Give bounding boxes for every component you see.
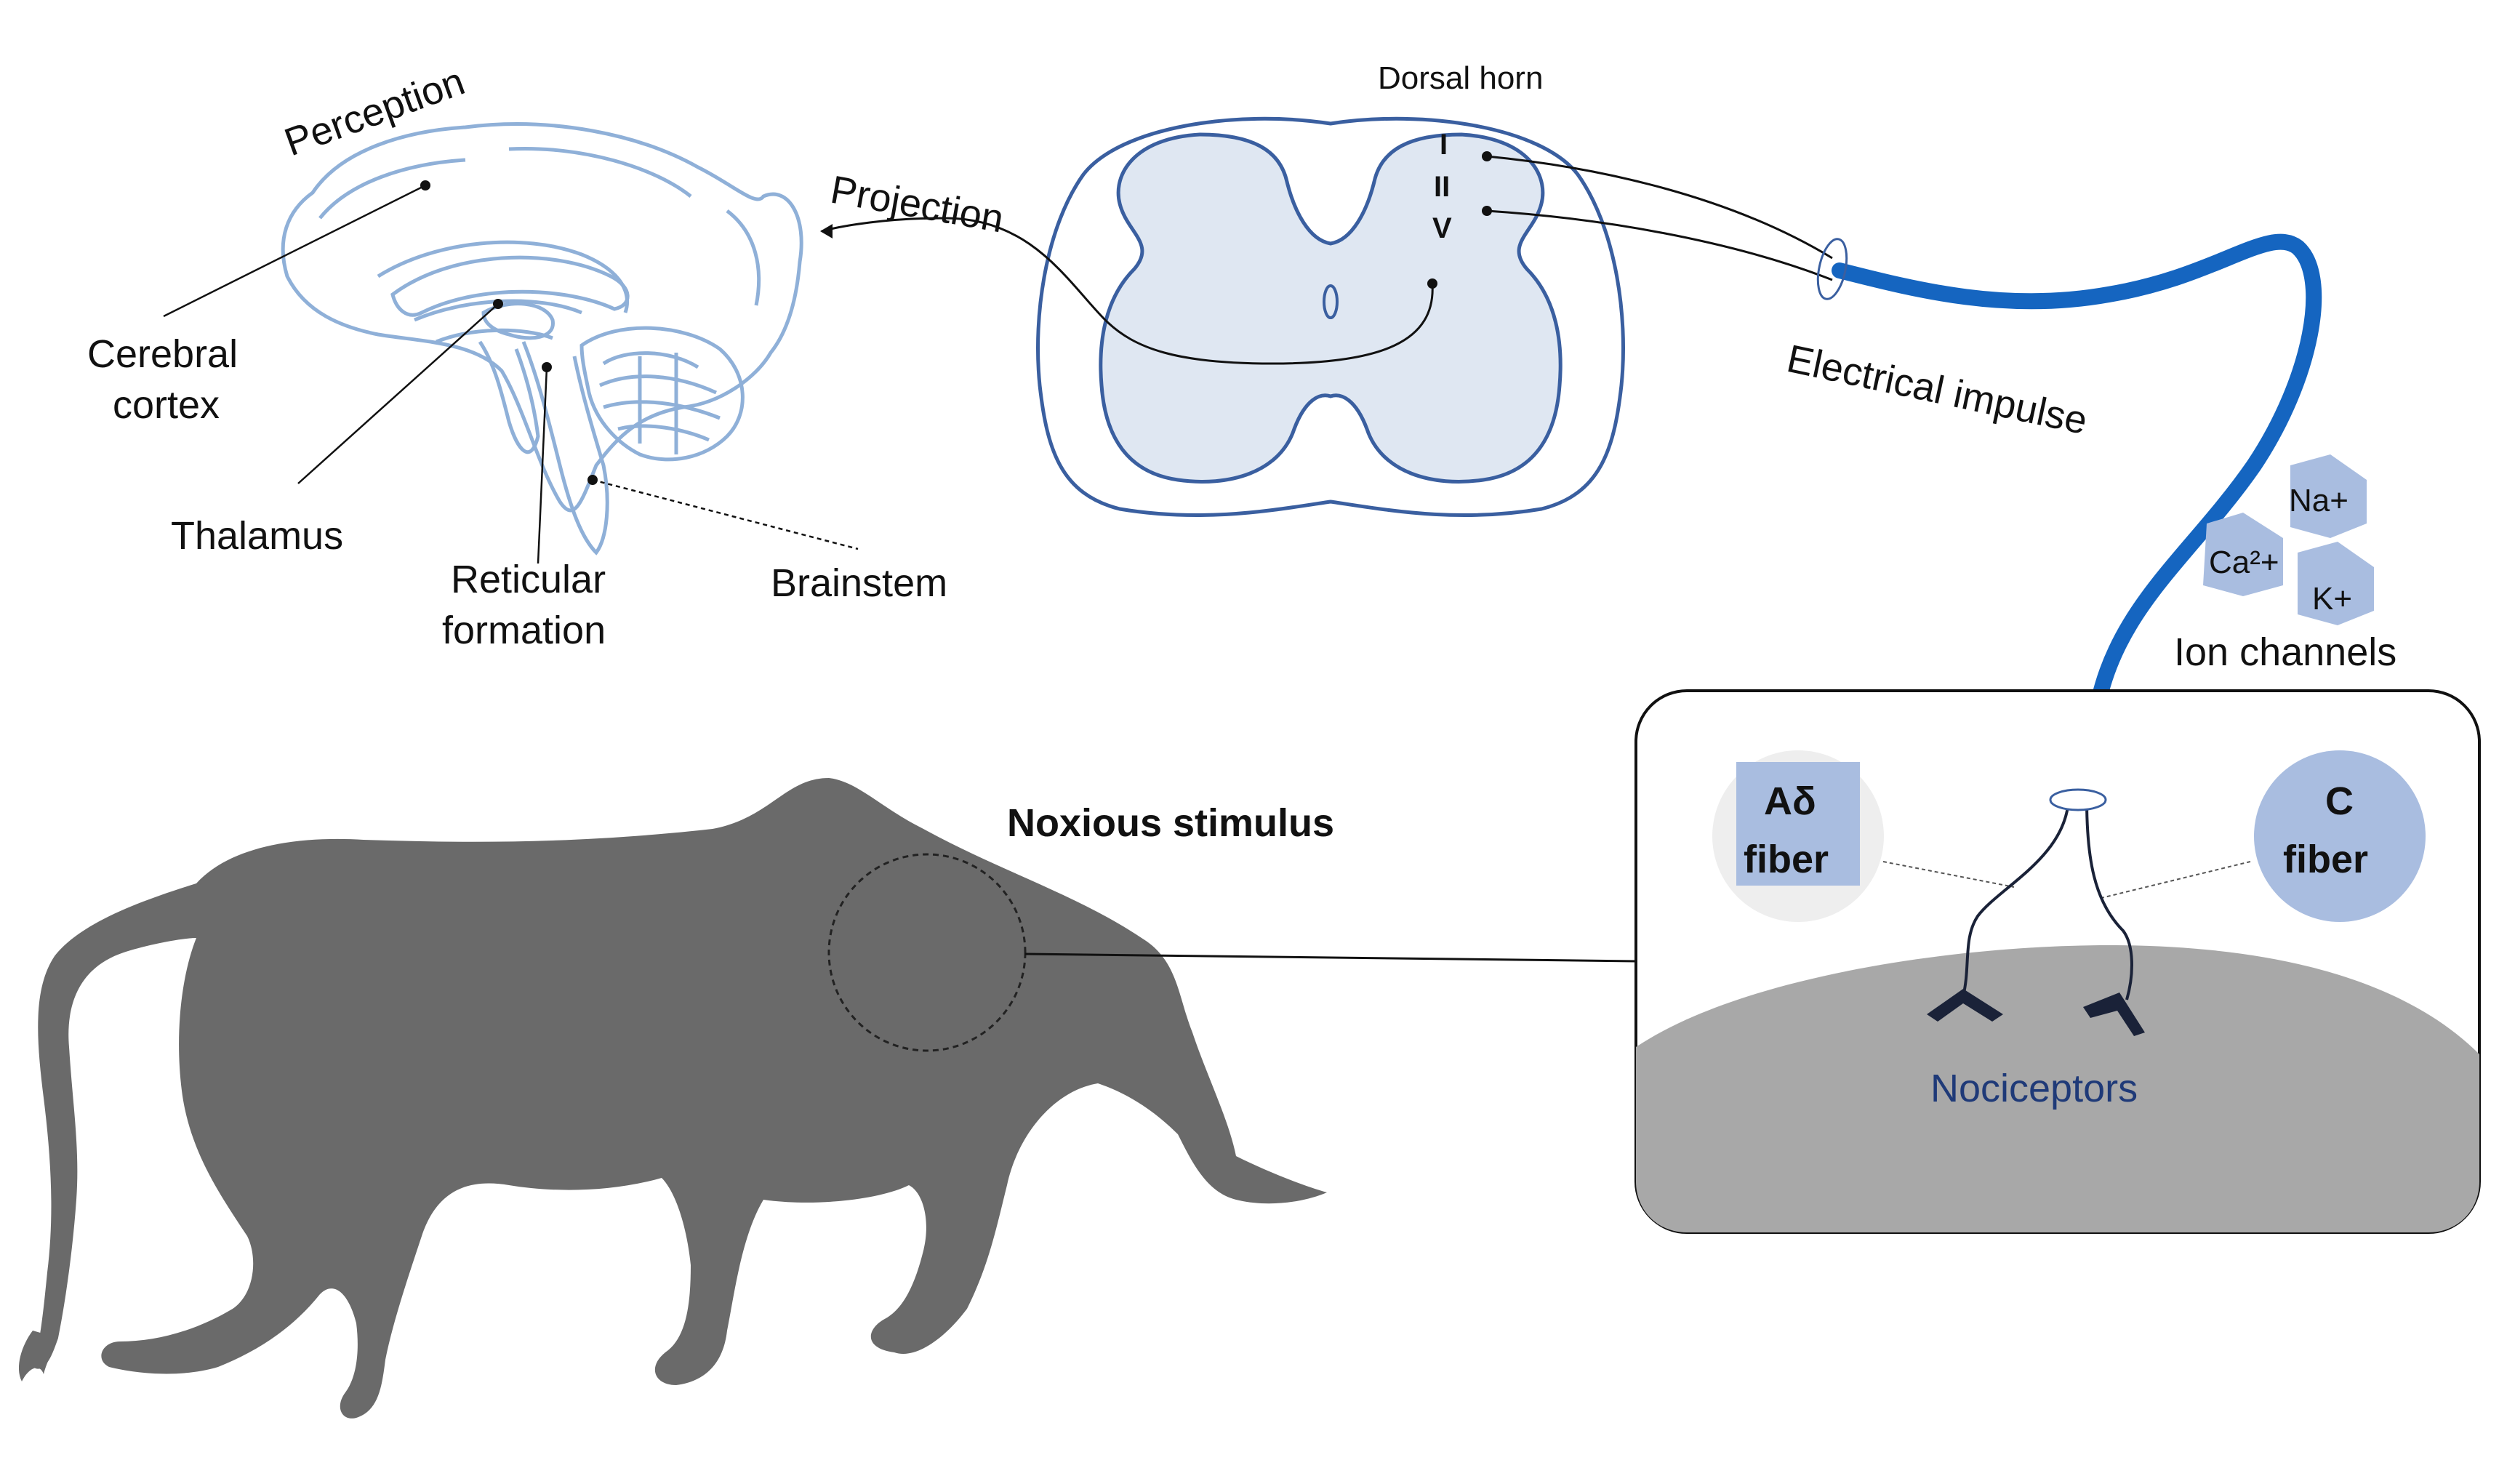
brain-leader-lines <box>163 184 859 564</box>
bull-tail-tuft <box>18 1331 58 1381</box>
bull-body <box>33 778 1327 1419</box>
stimulus-area-circle <box>827 853 1027 1052</box>
ion-hexagon-ca <box>2203 513 2283 596</box>
pathway-dots <box>1427 151 1492 289</box>
electrical-impulse-label: Electrical impulse <box>1784 337 2091 443</box>
a-delta-fiber-label-line1: Aδ <box>1764 779 1816 823</box>
nociceptors-label: Nociceptors <box>1930 1067 2138 1110</box>
nerve-cut-top <box>1816 238 1848 300</box>
ion-hexagon-k <box>2298 542 2374 625</box>
a-delta-fiber-box <box>1736 762 1860 886</box>
nociceptor-c-ending <box>2083 992 2145 1036</box>
na-ion-label: Na+ <box>2289 483 2348 518</box>
spinal-cord-cross-section <box>1036 116 1625 518</box>
cerebral-cortex-label-line1: Cerebral <box>87 332 238 376</box>
afferent-lamina-ii <box>1486 209 1833 281</box>
cerebrum-gyri <box>318 146 761 313</box>
corpus-callosum <box>390 255 630 317</box>
fiber-connectors <box>1882 861 2251 899</box>
ion-channels-label: Ion channels <box>2174 630 2396 674</box>
spinal-cord-gray-matter <box>1099 132 1563 484</box>
brain-leader-dots <box>420 180 598 485</box>
thalamus-shape <box>481 302 555 340</box>
ca-ion-label: Ca²+ <box>2209 545 2279 580</box>
cerebral-cortex-label-line2: cortex <box>113 383 220 427</box>
lamina-i-label: I <box>1440 129 1448 161</box>
c-fiber-label-line2: fiber <box>2283 838 2368 881</box>
midbrain-shape <box>478 340 540 454</box>
nerve-endings <box>1962 799 2133 1000</box>
brainstem-shape <box>521 341 609 556</box>
reticular-formation-label-line2: formation <box>442 609 606 652</box>
cerebellum-folia <box>598 351 721 454</box>
afferent-lamina-i <box>1486 155 1833 260</box>
stimulus-connector-line <box>1024 952 1637 963</box>
nerve-cut-bottom <box>2049 788 2107 811</box>
a-delta-fiber-label-line2: fiber <box>1744 838 1829 881</box>
lamina-v-label: V <box>1432 212 1452 244</box>
brain-illustration <box>281 122 803 556</box>
thalamus-label: Thalamus <box>171 514 343 558</box>
noxious-stimulus-label: Noxious stimulus <box>1007 801 1334 845</box>
ion-hexagon-na <box>2290 454 2367 538</box>
nociceptor-a-delta-ending <box>1927 989 2003 1022</box>
cerebellum-outer <box>579 326 745 462</box>
central-canal <box>1323 284 1339 319</box>
k-ion-label: K+ <box>2312 581 2352 617</box>
reticular-formation-label-line1: Reticular <box>451 558 606 601</box>
dorsal-horn-label: Dorsal horn <box>1378 60 1543 96</box>
peripheral-nerve <box>1832 233 2322 801</box>
neural-pathways <box>821 155 1833 365</box>
ion-channels <box>2203 454 2374 625</box>
perception-label: Perception <box>279 60 470 165</box>
brain-outline <box>281 122 803 513</box>
projection-label: Projection <box>827 168 1007 241</box>
lamina-ii-label: II <box>1434 171 1450 203</box>
skin-tissue <box>1636 945 2479 1232</box>
projection-pathway <box>821 217 1434 365</box>
brainstem-label: Brainstem <box>771 561 947 605</box>
nociceptor-markers <box>1927 989 2145 1036</box>
bull-silhouette <box>18 778 1327 1419</box>
c-fiber-label-line1: C <box>2325 779 2354 823</box>
c-fiber-circle <box>2254 750 2426 922</box>
projection-arrowhead <box>820 224 833 238</box>
